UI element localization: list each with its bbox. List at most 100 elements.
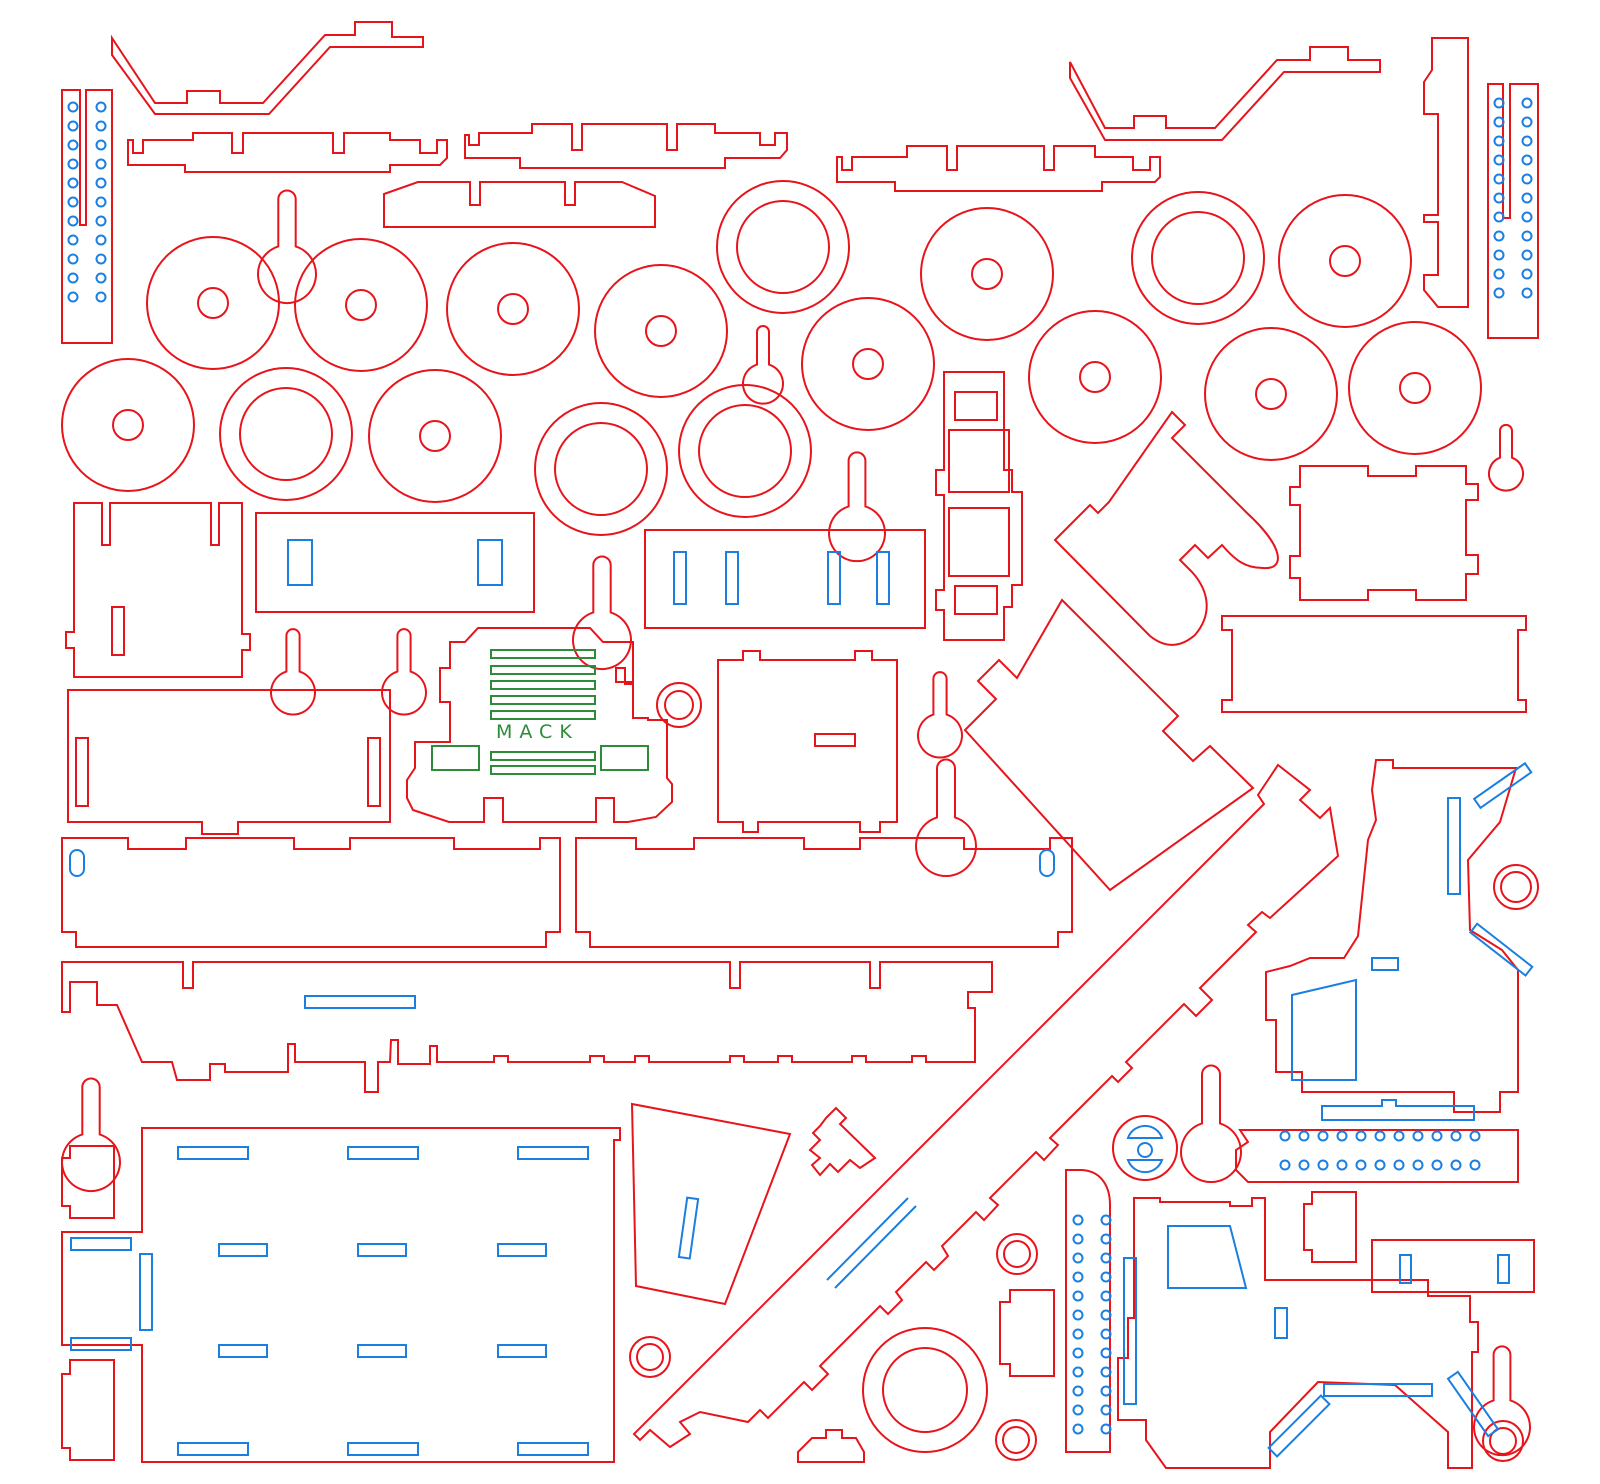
axle-hole	[1336, 1159, 1348, 1171]
small-rect-panel	[1371, 1239, 1535, 1293]
bumper-piece	[383, 181, 656, 228]
grille-slat	[490, 680, 596, 690]
rail-hole	[95, 253, 107, 265]
trailer-deck	[61, 1127, 621, 1463]
door-panel	[644, 529, 926, 629]
window-panel	[255, 512, 535, 613]
rail-hole	[1493, 116, 1505, 128]
rail-hole	[1521, 287, 1533, 299]
rail-hole	[1072, 1328, 1084, 1340]
cab-right-side-panel	[1265, 759, 1534, 1121]
cab-back-panel	[65, 502, 251, 678]
wheel-outer	[61, 358, 195, 492]
deck-slot	[497, 1344, 547, 1358]
rail-hole	[1100, 1309, 1112, 1321]
steering-wheel	[1112, 1115, 1178, 1181]
wheel-hub	[1399, 372, 1431, 404]
rear-axle-bar	[1235, 1129, 1519, 1183]
top-beam-3	[836, 145, 1161, 192]
rail-hole	[1100, 1404, 1112, 1416]
right-side-rail	[1487, 83, 1539, 339]
grille-slat	[490, 710, 596, 720]
rail-hole	[67, 272, 79, 284]
rail-hole	[1493, 154, 1505, 166]
grille-slat	[490, 751, 596, 761]
axle-clip	[270, 628, 316, 716]
rail-hole	[1100, 1385, 1112, 1397]
axle-clip	[742, 325, 784, 405]
wheel-outer	[219, 367, 353, 501]
deck-slot	[517, 1146, 589, 1160]
rear-axle-holes	[1279, 1130, 1481, 1171]
wheel-outer	[920, 207, 1054, 341]
axle-hole	[1336, 1130, 1348, 1142]
axle-clip	[61, 1077, 121, 1192]
wheel-hub	[197, 287, 229, 319]
rail-hole	[1493, 287, 1505, 299]
wheel-outer	[294, 238, 428, 372]
rail-hole	[95, 272, 107, 284]
rail-hole	[67, 253, 79, 265]
deck-slot	[218, 1243, 268, 1257]
wheel-outer	[1278, 194, 1412, 328]
washer-outer	[629, 1336, 671, 1378]
diagonal-chassis-beam	[632, 763, 1340, 1449]
rail-hole	[1493, 249, 1505, 261]
wheel-hub	[971, 258, 1003, 290]
rail-hole	[1493, 230, 1505, 242]
left-fender-profile	[111, 21, 424, 115]
rail-hole	[67, 139, 79, 151]
rear-frame-panel	[1117, 1197, 1500, 1469]
cab-support-strip	[1423, 37, 1469, 308]
axle-clip	[572, 555, 632, 670]
axle-hole	[1450, 1159, 1462, 1171]
rail-hole	[1521, 268, 1533, 280]
rail-hole	[1493, 173, 1505, 185]
rail-hole	[1521, 211, 1533, 223]
wheels	[61, 180, 1482, 536]
small-block-3	[1303, 1191, 1357, 1263]
fuel-tank-bracket	[1053, 410, 1279, 646]
wheel-outer	[446, 242, 580, 376]
rail-hole	[67, 215, 79, 227]
cab-floor-diamond	[963, 598, 1255, 892]
small-block-4	[999, 1289, 1055, 1377]
rail-hole	[1493, 192, 1505, 204]
wheel-hub	[419, 420, 451, 452]
axle-clip	[381, 628, 427, 716]
wheel-outer	[678, 384, 812, 518]
deck-slot	[357, 1243, 407, 1257]
wheel-outer	[1131, 191, 1265, 325]
rail-hole	[1100, 1233, 1112, 1245]
wheel-outer	[1204, 327, 1338, 461]
washer-inner	[1003, 1240, 1031, 1268]
rail-hole	[1493, 135, 1505, 147]
washer-inner	[1002, 1426, 1030, 1454]
deck-slot	[347, 1442, 419, 1456]
axle-hole	[1374, 1130, 1386, 1142]
rail-hole	[67, 234, 79, 246]
chassis-bottom-rail	[61, 961, 993, 1093]
washer-outer	[656, 682, 702, 728]
wheel-hub	[698, 404, 792, 498]
axle-hole	[1431, 1159, 1443, 1171]
wheel-outer	[1028, 310, 1162, 444]
rail-hole	[1072, 1423, 1084, 1435]
right-rail-holes	[1493, 97, 1533, 299]
dump-bed-side	[630, 1102, 792, 1306]
deck-slots	[177, 1146, 589, 1456]
rail-hole	[1100, 1290, 1112, 1302]
axle-hole	[1431, 1130, 1443, 1142]
wheel-hub	[736, 200, 830, 294]
wheel-outer	[594, 264, 728, 398]
rail-hole	[1072, 1271, 1084, 1283]
wheel-hub	[239, 387, 333, 481]
axle-clips	[61, 189, 1539, 1462]
axle-hole	[1317, 1159, 1329, 1171]
grille-slat	[490, 665, 596, 675]
rail-hole	[1072, 1214, 1084, 1226]
rail-hole	[1493, 268, 1505, 280]
wheel-hub	[852, 348, 884, 380]
axle-hole	[1279, 1159, 1291, 1171]
